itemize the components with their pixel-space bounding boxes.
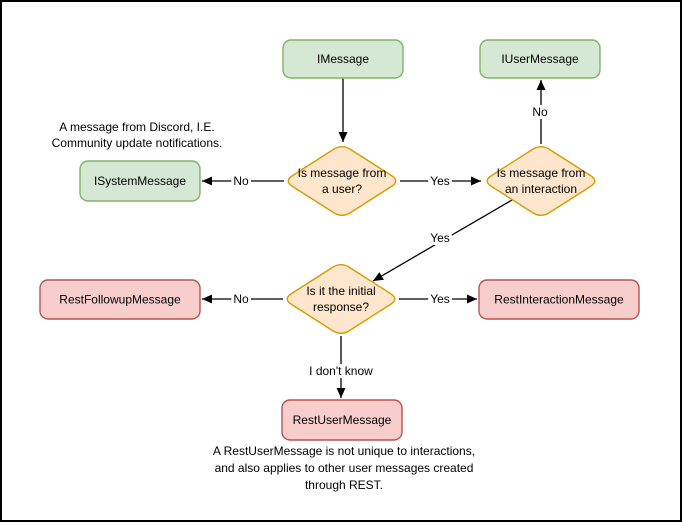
node-label: RestFollowupMessage [59,293,181,307]
node-label: RestInteractionMessage [494,293,624,307]
annotation-line: A RestUserMessage is not unique to inter… [213,444,475,458]
node-label: IUserMessage [501,52,579,66]
node-label: an interaction [505,182,577,196]
node-restusermessage: RestUserMessage [281,399,403,441]
node-restfollowupmessage: RestFollowupMessage [39,279,201,320]
edge-label-background [307,364,376,378]
imessage-box [282,39,404,79]
restinteractionmessage-box [478,279,640,320]
node-label: Is message from [298,166,387,180]
is-initial-response-diamond [286,263,396,335]
is-from-interaction-diamond [486,145,596,217]
node-label: RestUserMessage [293,413,392,427]
edge-label-background [428,174,452,188]
iusermessage-box [479,39,601,79]
node-label: a user? [322,182,362,196]
node-label: response? [313,300,369,314]
edge-label: Yes [430,231,450,245]
annotation-line: and also applies to other user messages … [215,461,474,475]
annotation-line: A message from Discord, I.E. [59,120,214,134]
node-imessage: IMessage [282,39,404,79]
restusermessage-box [281,399,403,441]
edge-label: Yes [430,174,450,188]
node-is-message-from-user: Is message from a user? [287,145,397,217]
edge-label: No [233,292,249,306]
edge-label-background [428,292,452,306]
node-isystemmessage: ISystemMessage [79,160,201,202]
annotation-line: Community update notifications. [52,136,223,150]
edge-label-background [231,174,251,188]
restfollowupmessage-box [39,279,201,320]
edge-label: I don't know [309,364,373,378]
isystemmessage-box [79,160,201,202]
node-is-from-interaction: Is message from an interaction [486,145,596,217]
edge-label-background [231,292,251,306]
edge-label: No [233,174,249,188]
node-restinteractionmessage: RestInteractionMessage [478,279,640,320]
node-label: Is message from [497,166,586,180]
edge-label: Yes [430,292,450,306]
annotation-line: through REST. [305,478,383,492]
annotations-layer: A message from Discord, I.E. Community up… [52,120,475,492]
annotation-rest-user-message-note: A RestUserMessage is not unique to inter… [213,444,475,492]
annotation-system-message-note: A message from Discord, I.E. Community up… [52,120,223,150]
node-label: IMessage [317,52,369,66]
node-iusermessage: IUserMessage [479,39,601,79]
node-label: ISystemMessage [94,174,186,188]
node-is-initial-response: Is it the initial response? [286,263,396,335]
is-message-from-user-diamond [287,145,397,217]
node-label: Is it the initial [306,284,375,298]
edge-label-background [428,231,452,245]
edge-label-background [530,105,550,119]
edge-label: No [532,105,548,119]
